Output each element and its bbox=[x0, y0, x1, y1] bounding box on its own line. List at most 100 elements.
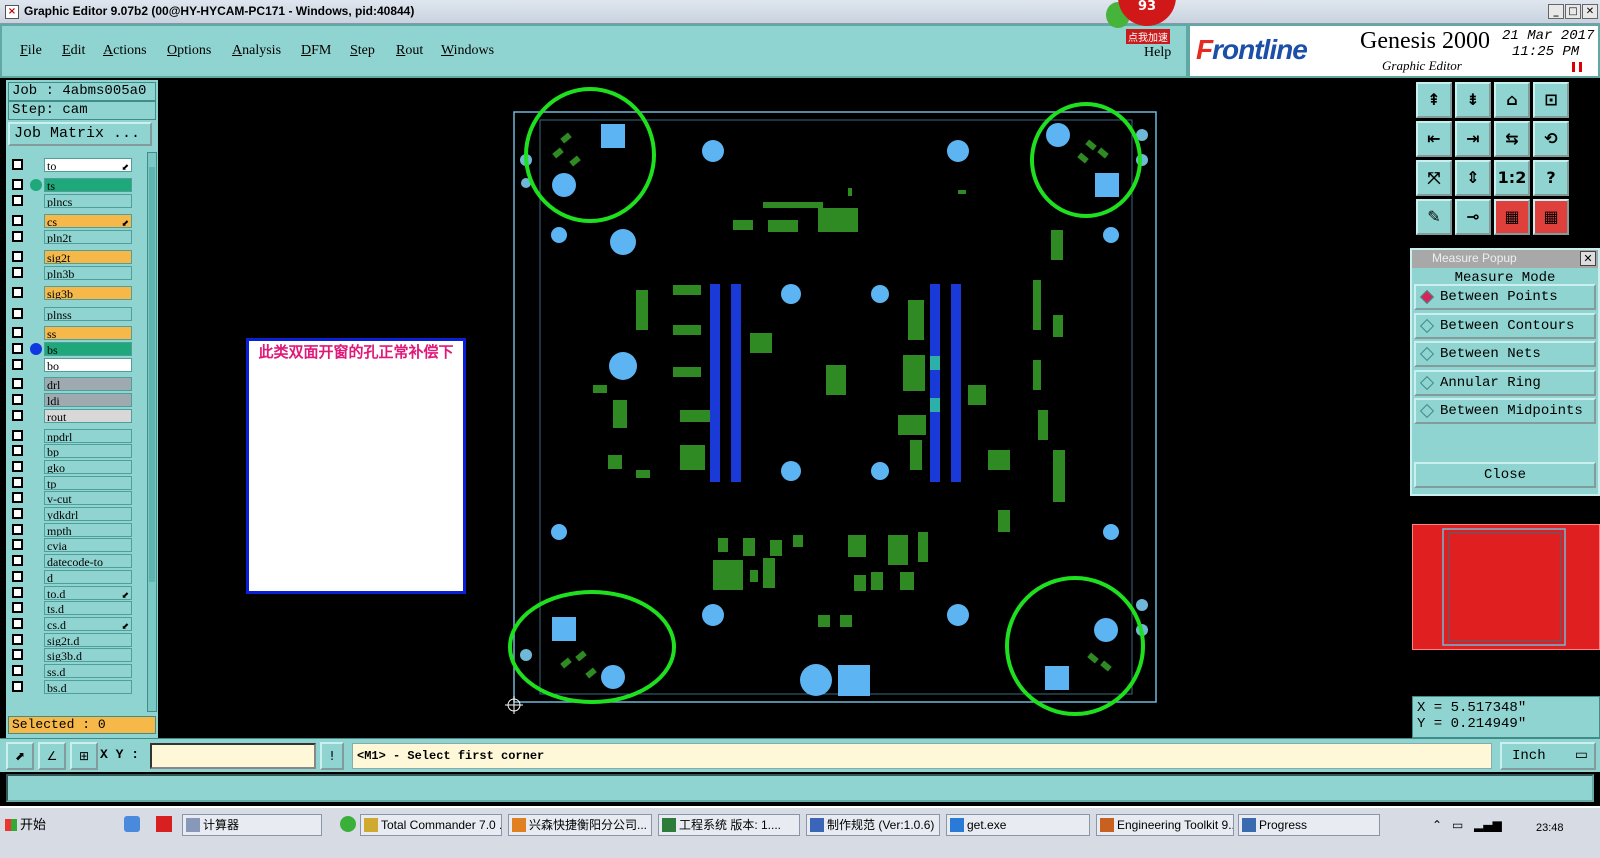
layer-row-bo[interactable]: bo bbox=[8, 357, 136, 372]
layer-row-ss.d[interactable]: ss.d bbox=[8, 664, 136, 678]
layer-row-bp[interactable]: bp bbox=[8, 444, 136, 459]
layer-name[interactable]: sig2t bbox=[44, 250, 132, 265]
layer-row-datecode-to[interactable]: datecode-to bbox=[8, 554, 136, 569]
layer-name[interactable]: plncs bbox=[44, 194, 132, 208]
layer-checkbox[interactable] bbox=[12, 409, 23, 421]
layer-name[interactable]: bo bbox=[44, 357, 132, 372]
layer-row-sig2t[interactable]: sig2t bbox=[8, 250, 136, 265]
layer-checkbox[interactable] bbox=[12, 179, 23, 191]
close-button[interactable]: ✕ bbox=[1582, 4, 1598, 19]
layer-row-npdrl[interactable]: npdrl bbox=[8, 428, 136, 443]
layer-checkbox[interactable] bbox=[12, 508, 23, 519]
job-matrix-button[interactable]: Job Matrix ... bbox=[8, 122, 152, 146]
zoom-1-2-icon[interactable]: 1:2 bbox=[1494, 160, 1530, 196]
layer-checkbox[interactable] bbox=[12, 586, 23, 598]
graphic-canvas[interactable]: 此类双面开窗的孔正常补偿下 bbox=[158, 80, 1412, 738]
layer-row-plnss[interactable]: plnss bbox=[8, 306, 136, 321]
layer-row-to[interactable]: to⬋ bbox=[8, 158, 136, 172]
measure-close-button[interactable]: Close bbox=[1414, 462, 1596, 488]
layer-name[interactable]: bs bbox=[44, 342, 132, 356]
start-button[interactable]: 开始 bbox=[2, 814, 60, 838]
layer-row-gko[interactable]: gko bbox=[8, 459, 136, 474]
layer-row-plncs[interactable]: plncs bbox=[8, 194, 136, 208]
menu-analysis[interactable]: Analysis bbox=[232, 43, 282, 58]
layer-name[interactable]: rout bbox=[44, 408, 132, 423]
maximize-button[interactable]: □ bbox=[1565, 4, 1581, 19]
layer-checkbox[interactable] bbox=[12, 523, 23, 535]
measure-option-between-nets[interactable]: Between Nets bbox=[1414, 341, 1596, 367]
layer-name[interactable]: drl bbox=[44, 377, 132, 392]
layer-row-d[interactable]: d bbox=[8, 569, 136, 584]
page-up-icon[interactable]: ⇞ bbox=[1416, 82, 1452, 118]
layer-row-sig3b[interactable]: sig3b bbox=[8, 286, 136, 301]
layer-red-icon[interactable]: ▦ bbox=[1494, 199, 1530, 235]
grid-snap-icon[interactable]: ⊞ bbox=[70, 742, 98, 770]
layer-row-ts.d[interactable]: ts.d bbox=[8, 601, 136, 616]
layer-row-v-cut[interactable]: v-cut bbox=[8, 491, 136, 506]
taskbar-item[interactable]: get.exe bbox=[946, 814, 1090, 836]
layer-row-rout[interactable]: rout bbox=[8, 408, 136, 423]
menu-edit[interactable]: Edit bbox=[62, 43, 86, 58]
layer-row-to.d[interactable]: to.d⬋ bbox=[8, 585, 136, 600]
layer-name[interactable]: sig3b bbox=[44, 286, 132, 301]
redraw-icon[interactable]: ⟲ bbox=[1533, 121, 1569, 157]
minimize-button[interactable]: _ bbox=[1548, 4, 1564, 19]
layer-checkbox[interactable] bbox=[12, 680, 23, 692]
measure-option-between-midpoints[interactable]: Between Midpoints bbox=[1414, 398, 1596, 424]
layer-name[interactable]: gko bbox=[44, 459, 132, 474]
layer-checkbox[interactable] bbox=[12, 539, 23, 551]
tray-network-icon[interactable]: ▭ bbox=[1452, 818, 1464, 832]
layer-row-cvia[interactable]: cvia bbox=[8, 538, 136, 553]
layer-name[interactable]: bs.d bbox=[44, 679, 132, 694]
menu-windows[interactable]: Windows bbox=[441, 43, 495, 58]
layer-name[interactable]: cs.d⬋ bbox=[44, 616, 132, 631]
measure-popup-titlebar[interactable]: Measure Popup ✕ bbox=[1412, 250, 1598, 268]
fit-screen-icon[interactable]: ⤧ bbox=[1416, 160, 1452, 196]
scrollbar-thumb[interactable] bbox=[149, 167, 155, 582]
taskbar-item[interactable]: Total Commander 7.0 ... bbox=[360, 814, 502, 836]
layer-row-drl[interactable]: drl bbox=[8, 377, 136, 392]
layer-name[interactable]: ss bbox=[44, 326, 132, 341]
measure-option-between-contours[interactable]: Between Contours bbox=[1414, 312, 1596, 339]
pause-icon[interactable] bbox=[1572, 62, 1582, 72]
layer-row-sig3b.d[interactable]: sig3b.d bbox=[8, 648, 136, 663]
menu-help[interactable]: Help bbox=[1144, 45, 1172, 60]
taskbar-item[interactable]: 计算器 bbox=[182, 814, 322, 836]
layer-checkbox[interactable] bbox=[12, 159, 23, 170]
layer-checkbox[interactable] bbox=[12, 617, 23, 629]
snap-mode-icon[interactable]: ⬈ bbox=[6, 742, 34, 770]
layer-row-ss[interactable]: ss bbox=[8, 326, 136, 341]
angle-snap-icon[interactable]: ∠ bbox=[38, 742, 66, 770]
layer-checkbox[interactable] bbox=[12, 429, 23, 441]
menu-file[interactable]: File bbox=[20, 43, 42, 58]
layer-name[interactable]: d bbox=[44, 569, 132, 584]
home-icon[interactable]: ⌂ bbox=[1494, 82, 1530, 118]
layer-checkbox[interactable] bbox=[12, 570, 23, 582]
measure-option-between-points[interactable]: Between Points bbox=[1414, 284, 1596, 310]
layer-name[interactable]: tp bbox=[44, 475, 132, 490]
layer-row-ydkdrl[interactable]: ydkdrl bbox=[8, 507, 136, 521]
layer-name[interactable]: pln3b bbox=[44, 266, 132, 280]
layer-checkbox[interactable] bbox=[12, 633, 23, 645]
tray-signal-icon[interactable]: ▂▄▆ bbox=[1474, 818, 1502, 832]
layer-checkbox[interactable] bbox=[12, 602, 23, 614]
measure-option-annular-ring[interactable]: Annular Ring bbox=[1414, 369, 1596, 396]
layer-checkbox[interactable] bbox=[12, 649, 23, 661]
layer-row-cs.d[interactable]: cs.d⬋ bbox=[8, 616, 136, 631]
layer-name[interactable]: plnss bbox=[44, 306, 132, 321]
layer-name[interactable]: pln2t bbox=[44, 230, 132, 244]
layer-row-tp[interactable]: tp bbox=[8, 475, 136, 490]
layer-row-ldi[interactable]: ldi bbox=[8, 393, 136, 408]
layer-checkbox[interactable] bbox=[12, 251, 23, 263]
accelerate-button[interactable]: 点我加速 bbox=[1126, 29, 1170, 44]
layer-checkbox[interactable] bbox=[12, 215, 23, 227]
taskbar-item[interactable]: 兴森快捷衡阳分公司... bbox=[508, 814, 652, 836]
taskbar-item[interactable]: Engineering Toolkit 9.... bbox=[1096, 814, 1234, 836]
layer-name[interactable]: ss.d bbox=[44, 664, 132, 678]
layer-name[interactable]: ldi bbox=[44, 393, 132, 408]
overview-minimap[interactable] bbox=[1412, 524, 1600, 650]
menu-options[interactable]: Options bbox=[167, 43, 212, 58]
layer-name[interactable]: npdrl bbox=[44, 428, 132, 443]
layer-name[interactable]: mpth bbox=[44, 522, 132, 537]
radio-diamond-icon[interactable] bbox=[1419, 403, 1435, 419]
